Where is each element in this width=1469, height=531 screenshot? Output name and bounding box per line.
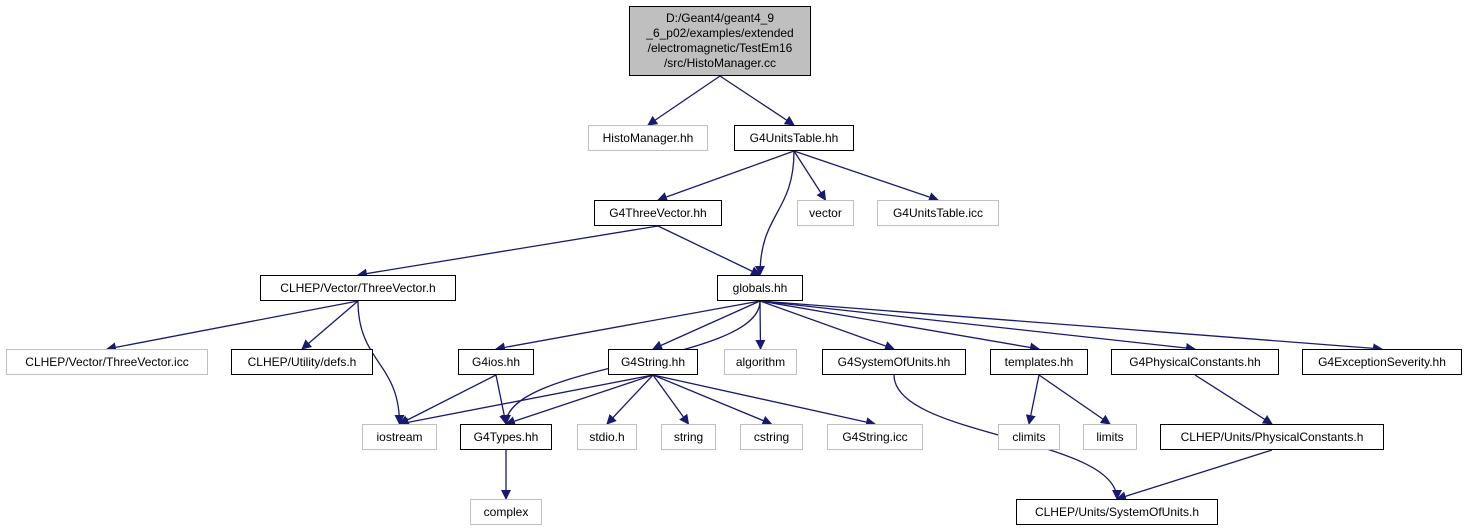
- edge-root-to-histomanager_hh: [647, 75, 721, 126]
- node-algorithm: algorithm: [724, 349, 797, 375]
- edge-clhep_threevector_h-to-iostream: [357, 300, 405, 425]
- node-clhep-threevector-h[interactable]: CLHEP/Vector/ThreeVector.h: [260, 275, 456, 301]
- node-g4threevector-hh[interactable]: G4ThreeVector.hh: [594, 200, 722, 226]
- node-g4unitstable-icc: G4UnitsTable.icc: [877, 200, 999, 226]
- node-clhep-defs-h[interactable]: CLHEP/Utility/defs.h: [231, 349, 373, 375]
- edge-globals_hh-to-g4physicalconstants_hh: [759, 300, 1196, 353]
- edge-g4physicalconstants_hh-to-clhep_physicalconstants_h: [1194, 374, 1273, 425]
- edge-globals_hh-to-templates_hh: [759, 300, 1040, 353]
- edge-globals_hh-to-g4exceptionseverity_hh: [759, 300, 1383, 354]
- node-g4ios-hh[interactable]: G4ios.hh: [458, 349, 534, 375]
- node-g4systemofunits-hh[interactable]: G4SystemOfUnits.hh: [822, 349, 966, 375]
- node-vector: vector: [797, 200, 854, 226]
- node-g4string-icc: G4String.icc: [827, 424, 923, 450]
- edge-globals_hh-to-algorithm: [755, 300, 766, 350]
- node-g4physicalconstants-hh[interactable]: G4PhysicalConstants.hh: [1111, 349, 1279, 375]
- edge-globals_hh-to-g4systemofunits_hh: [759, 300, 895, 351]
- node-complex: complex: [470, 499, 542, 525]
- node-root: D:/Geant4/geant4_9 _6_p02/examples/exten…: [629, 6, 811, 76]
- node-g4types-hh[interactable]: G4Types.hh: [460, 424, 552, 450]
- edge-root-to-g4unitstable_hh: [719, 75, 795, 126]
- node-limits: limits: [1083, 424, 1137, 450]
- node-climits: climits: [998, 424, 1060, 450]
- edge-globals_hh-to-g4string_hh: [652, 300, 761, 350]
- edge-g4string_hh-to-cstring: [652, 374, 773, 426]
- edge-g4unitstable_hh-to-g4unitstable_icc: [793, 150, 939, 202]
- edge-clhep_physicalconstants_h-to-clhep_systemofunits_h: [1116, 449, 1273, 502]
- node-clhep-physicalconstants-h[interactable]: CLHEP/Units/PhysicalConstants.h: [1160, 424, 1384, 450]
- edge-clhep_threevector_h-to-clhep_threevector_icc: [106, 300, 359, 353]
- node-iostream: iostream: [362, 424, 437, 450]
- edge-g4unitstable_hh-to-g4threevector_hh: [657, 150, 795, 202]
- edge-g4string_hh-to-g4string_icc: [652, 374, 876, 427]
- edge-g4string_hh-to-string: [652, 374, 690, 425]
- node-globals-hh[interactable]: globals.hh: [717, 275, 803, 301]
- node-g4string-hh[interactable]: G4String.hh: [608, 349, 698, 375]
- edge-g4threevector_hh-to-clhep_threevector_h: [357, 225, 659, 279]
- edge-g4unitstable_hh-to-vector: [793, 150, 827, 201]
- edge-g4threevector_hh-to-globals_hh: [657, 225, 761, 276]
- node-clhep-threevector-icc: CLHEP/Vector/ThreeVector.icc: [6, 349, 208, 375]
- node-cstring: cstring: [740, 424, 803, 450]
- node-g4exceptionseverity-hh[interactable]: G4ExceptionSeverity.hh: [1302, 349, 1462, 375]
- edge-g4string_hh-to-iostream: [398, 374, 654, 428]
- node-histomanager-hh: HistoManager.hh: [588, 125, 708, 151]
- node-stdio-h: stdio.h: [577, 424, 637, 450]
- edge-g4unitstable_hh-to-globals_hh: [755, 150, 795, 276]
- node-g4unitstable-hh[interactable]: G4UnitsTable.hh: [734, 125, 854, 151]
- edge-g4string_hh-to-stdio_h: [606, 374, 654, 425]
- edge-templates_hh-to-limits: [1038, 374, 1111, 425]
- node-templates-hh[interactable]: templates.hh: [990, 349, 1088, 375]
- node-string: string: [661, 424, 716, 450]
- edge-templates_hh-to-climits: [1025, 374, 1040, 425]
- edge-globals_hh-to-g4ios_hh: [495, 300, 761, 353]
- edge-g4string_hh-to-g4types_hh: [505, 374, 654, 426]
- node-clhep-systemofunits-h[interactable]: CLHEP/Units/SystemOfUnits.h: [1016, 499, 1218, 525]
- edge-clhep_threevector_h-to-clhep_defs_h: [301, 300, 359, 350]
- edge-g4ios_hh-to-iostream: [398, 374, 497, 425]
- edge-g4ios_hh-to-g4types_hh: [495, 374, 510, 425]
